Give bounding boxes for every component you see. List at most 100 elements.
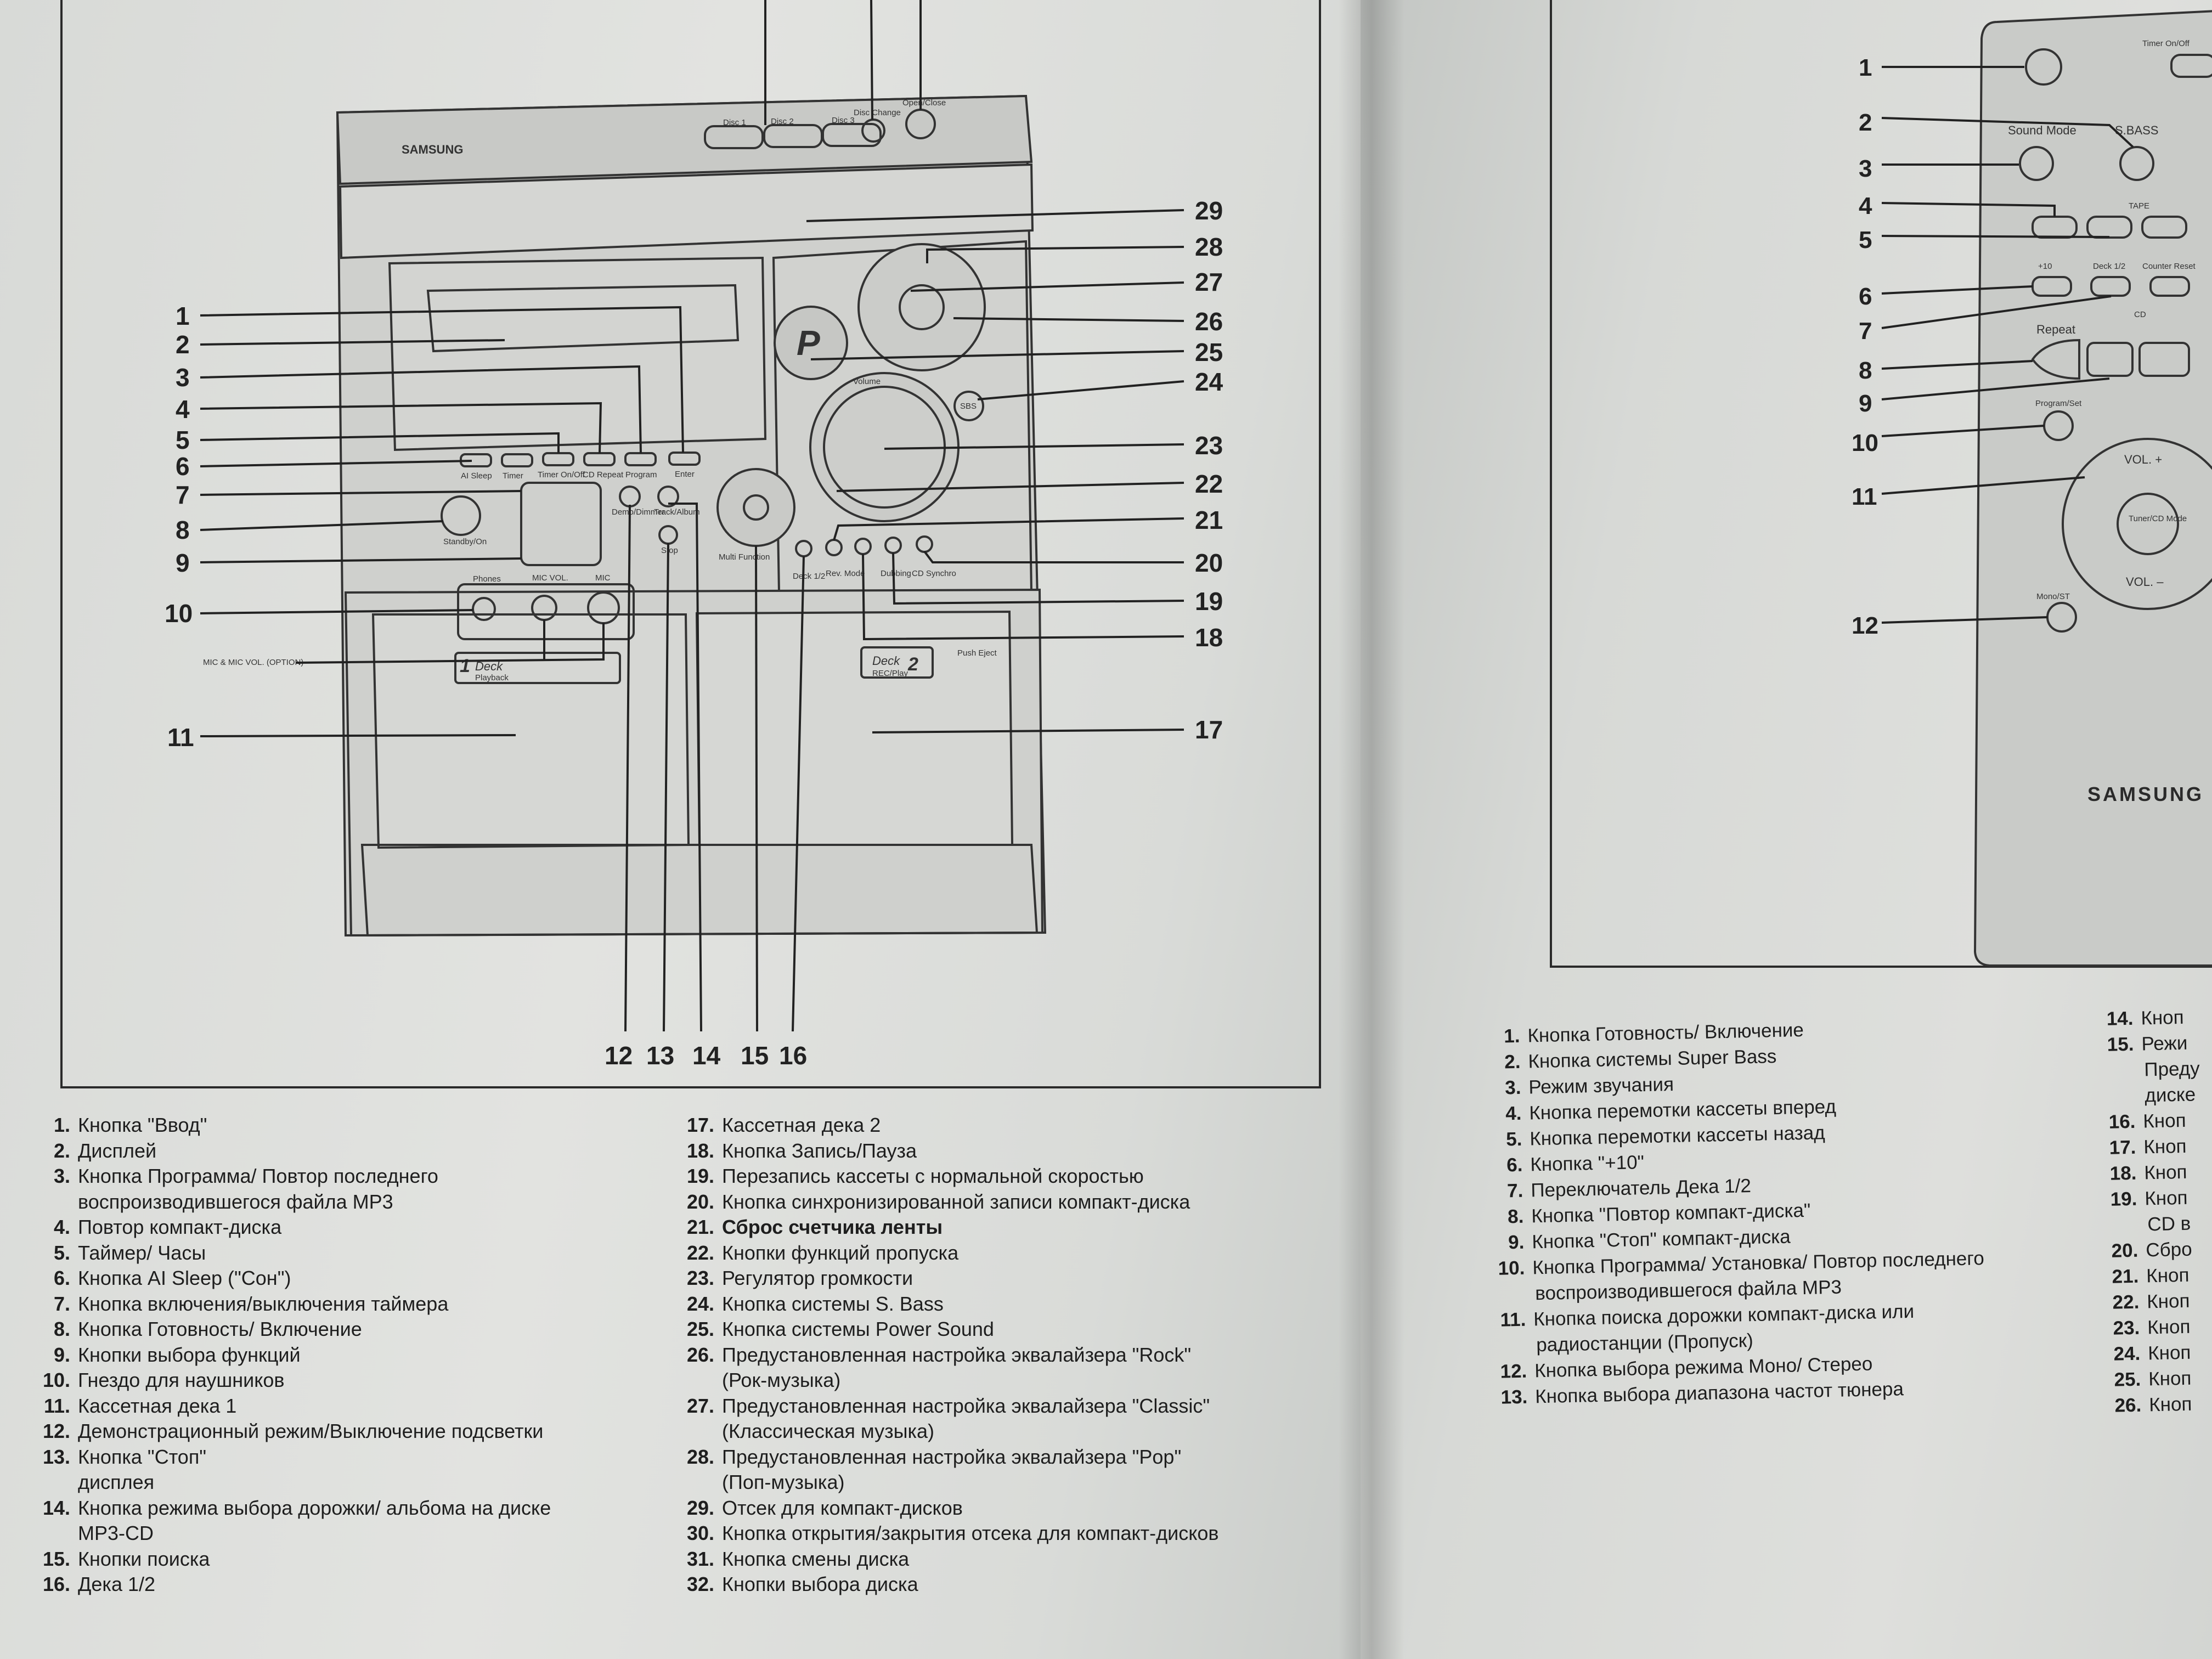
legend-item-number: 25.: [686, 1318, 714, 1340]
legend-item-text: Демонстрационный режим/Выключение подсве…: [78, 1420, 544, 1442]
legend-item-text: Режи: [2141, 1032, 2188, 1055]
legend-item: 22. Кнопки функций пропуска: [680, 1240, 1219, 1266]
callout-27: 27: [1195, 268, 1223, 296]
legend-item: 24.Кнопка системы S. Bass: [680, 1291, 1219, 1317]
legend-item: 13.Кнопка "Стоп"дисплея: [36, 1444, 551, 1496]
callout-14: 14: [692, 1041, 721, 1070]
legend-item-number: 8.: [53, 1318, 70, 1340]
callout-11: 11: [167, 723, 194, 752]
legend-item-continuation: воспроизводившегося файла MP3: [78, 1190, 393, 1213]
callout-10: 10: [165, 599, 193, 628]
standby-on-button: [441, 495, 481, 536]
legend-item-number: 2.: [1504, 1051, 1521, 1073]
legend-item-text: Перезапись кассеты с нормальной скорость…: [722, 1165, 1144, 1187]
legend-item-number: 1.: [1503, 1025, 1520, 1047]
legend-item: 5.Таймер/ Часы: [36, 1240, 551, 1266]
legend-item-number: 22.: [686, 1241, 714, 1264]
legend-item: 14.Кноп: [2101, 1004, 2199, 1032]
multi-function-pad: [716, 468, 795, 547]
legend-item-continuation: Преду: [2144, 1058, 2200, 1081]
legend-item-number: 13.: [1500, 1386, 1528, 1408]
legend-item-number: 14.: [2106, 1007, 2134, 1030]
legend-item-number: 22.: [2112, 1291, 2140, 1313]
phones-jack: [472, 597, 496, 621]
track-album-button: [657, 486, 679, 507]
legend-item-text: Кассетная дека 1: [78, 1394, 237, 1417]
legend-item: 15.Кнопки поиска: [36, 1547, 551, 1572]
legend-item-number: 25.: [2114, 1368, 2141, 1391]
legend-item-text: Кнопка "Стоп": [78, 1445, 207, 1468]
legend-item: 25.Кноп: [2109, 1365, 2207, 1393]
callout-7: 7: [176, 481, 190, 509]
label-mic: MIC: [595, 573, 611, 583]
callout-23: 23: [1195, 431, 1223, 460]
callout-26: 26: [1195, 307, 1223, 336]
legend-item: 6.Кнопка AI Sleep ("Сон"): [36, 1266, 551, 1291]
legend-item: 26.Кноп: [2109, 1391, 2207, 1419]
label-disc-1: Disc 1: [723, 118, 746, 127]
legend-item-text: Кнопка системы Power Sound: [722, 1318, 994, 1340]
device-brand: SAMSUNG: [402, 143, 463, 156]
callout-18: 18: [1195, 623, 1223, 652]
label-disc-3: Disc 3: [832, 116, 855, 125]
legend-item-text: Кноп: [2143, 1161, 2187, 1184]
legend-item-number: 7.: [1506, 1180, 1523, 1202]
callout-13: 13: [646, 1041, 674, 1070]
legend-item-text: Кноп: [2147, 1316, 2191, 1339]
legend-item-number: 9.: [1508, 1231, 1525, 1254]
legend-item-number: 1.: [53, 1114, 70, 1136]
legend-item: 12.Демонстрационный режим/Выключение под…: [36, 1419, 551, 1444]
legend-item: 2.Дисплей: [36, 1138, 551, 1164]
legend-item: 17.Кноп: [2104, 1133, 2202, 1161]
legend-item: 19.Перезапись кассеты с нормальной скоро…: [680, 1164, 1219, 1189]
legend-item-text: Кнопка синхронизированной записи компакт…: [722, 1190, 1190, 1213]
label-push-eject: Push Eject: [957, 648, 997, 658]
legend-item: 9.Кнопки выбора функций: [36, 1342, 551, 1368]
callout-19: 19: [1195, 587, 1223, 616]
legend-item-number: 24.: [2113, 1342, 2141, 1365]
label-timer: Timer: [503, 471, 523, 481]
callout-3: 3: [176, 363, 190, 392]
deck-1: [371, 613, 690, 849]
legend-item: 1. Кнопка "Ввод": [36, 1113, 551, 1138]
legend-item-number: 6.: [53, 1267, 70, 1289]
legend-item-text: Предустановленная настройка эквалайзера …: [722, 1445, 1182, 1468]
callout-20: 20: [1195, 549, 1223, 577]
legend-item-text: Кнопки функций пропуска: [722, 1241, 959, 1264]
callout-leaders: [200, 0, 1184, 1032]
legend-item-number: 7.: [53, 1292, 70, 1315]
legend-item-text: Кнопка режима выбора дорожки/ альбома на…: [78, 1496, 551, 1519]
legend-item-text: Переключатель Дека 1/2: [1530, 1175, 1752, 1201]
label-rev-mode: Rev. Mode: [826, 569, 865, 578]
label-stop: Stop: [661, 546, 678, 555]
legend-item: 18.Кнопка Запись/Пауза: [680, 1138, 1219, 1164]
legend-item: 21.Сброс счетчика ленты: [680, 1215, 1219, 1240]
legend-item-number: 5.: [1505, 1128, 1522, 1150]
label-demo-dimmer: Demo/Dimmer: [612, 507, 665, 517]
label-standby-on: Standby/On: [443, 537, 487, 546]
legend-item: 10.Гнездо для наушников: [36, 1368, 551, 1393]
legend-item: 29.Отсек для компакт-дисков: [680, 1496, 1219, 1521]
sbs-button: [953, 391, 984, 421]
main-unit-diagram: SAMSUNG Disc 1 Disc 2 Disc 3 Disc Change…: [165, 0, 1223, 1070]
legend-item-text: Кноп: [2148, 1393, 2192, 1416]
legend-item-text: Кноп: [2143, 1109, 2186, 1132]
legend-item-text: Гнездо для наушников: [78, 1369, 285, 1391]
legend-item-number: 5.: [53, 1241, 70, 1264]
legend-item: 25. Кнопка системы Power Sound: [680, 1317, 1219, 1342]
legend-item: 20.Сбро: [2106, 1236, 2204, 1264]
legend-item-continuation: (Рок-музыка): [722, 1369, 841, 1391]
deck-2-mode: REC/Play: [872, 669, 909, 678]
callout-25: 25: [1195, 338, 1223, 366]
label-cd-repeat: CD Repeat: [583, 470, 624, 479]
legend-item-text: Кнопка "Ввод": [78, 1114, 207, 1136]
cd-compartment: [338, 163, 1034, 259]
legend-item: 4.Повтор компакт-диска: [36, 1215, 551, 1240]
legend-item-text: Кнопки выбора диска: [722, 1573, 918, 1595]
callout-15: 15: [741, 1041, 769, 1070]
